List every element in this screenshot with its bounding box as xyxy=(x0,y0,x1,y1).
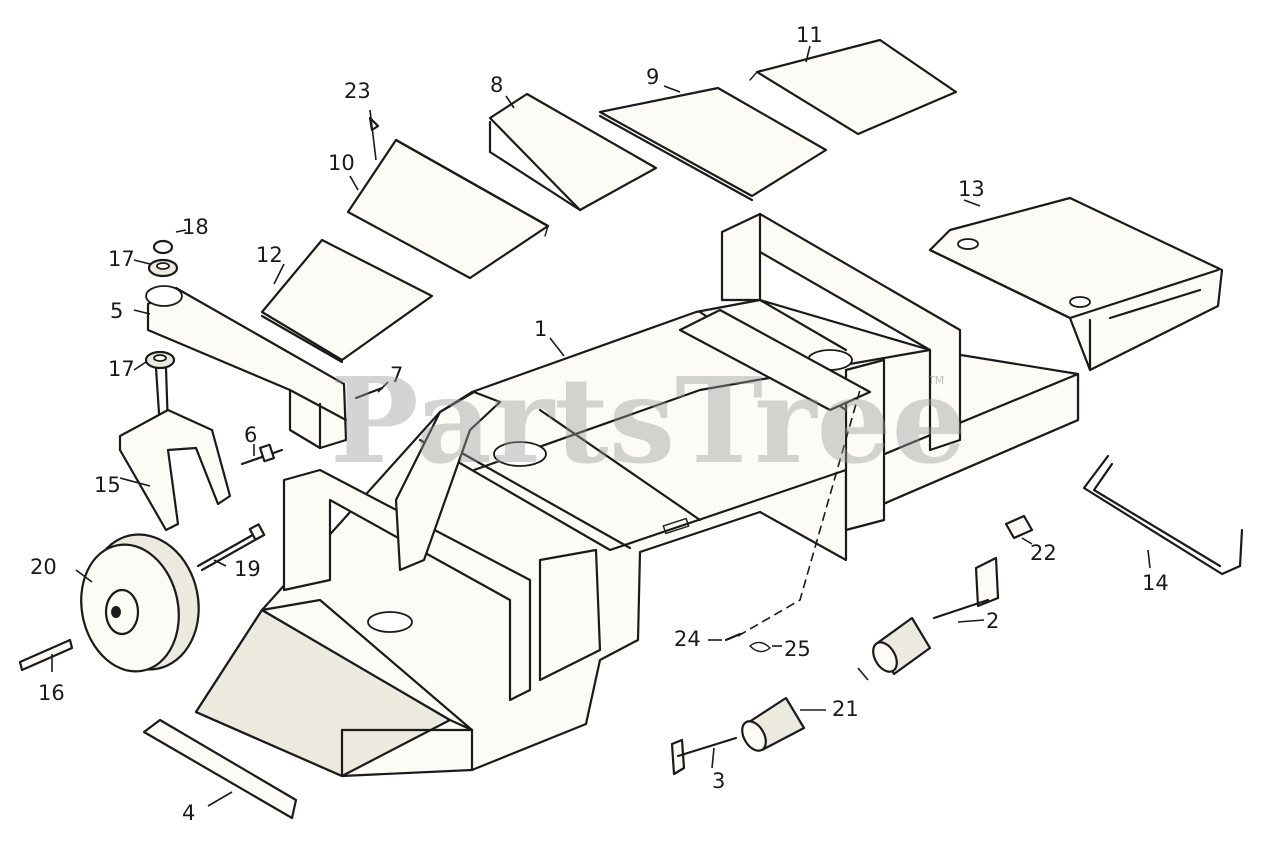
part-7-bolt[interactable] xyxy=(354,386,384,400)
part-24-pin[interactable] xyxy=(724,632,742,642)
part-6-bolt[interactable] xyxy=(240,443,284,466)
part-1-rear-bumper-hoop xyxy=(720,212,962,532)
callout-2: 2 xyxy=(986,609,999,633)
part-18-nut[interactable] xyxy=(152,239,174,255)
callout-10: 10 xyxy=(328,151,355,175)
callout-17-upper: 17 xyxy=(108,247,135,271)
callout-5: 5 xyxy=(110,299,123,323)
callout-17-lower: 17 xyxy=(108,357,135,381)
part-22-bracket[interactable] xyxy=(1004,514,1034,540)
partstree-watermark: PartsTree TM xyxy=(330,351,967,490)
callout-23: 23 xyxy=(344,79,371,103)
callout-3: 3 xyxy=(712,769,725,793)
callout-11: 11 xyxy=(796,23,823,47)
callout-16: 16 xyxy=(38,681,65,705)
callout-25: 25 xyxy=(784,637,811,661)
callout-labels: 1 2 3 4 5 6 7 8 9 10 11 12 13 14 15 16 1… xyxy=(30,23,1169,825)
callout-14: 14 xyxy=(1142,571,1169,595)
callout-13: 13 xyxy=(958,177,985,201)
part-4-front-strip[interactable] xyxy=(142,718,298,820)
part-3-roller-pin[interactable] xyxy=(670,736,738,776)
part-1-center-brace xyxy=(394,308,872,572)
part-13-discharge-chute[interactable] xyxy=(928,196,1224,372)
part-5-wheel-arm[interactable] xyxy=(145,285,348,450)
callout-18: 18 xyxy=(182,215,209,239)
part-15-caster-fork[interactable] xyxy=(118,366,232,532)
callout-8: 8 xyxy=(490,73,503,97)
callout-24: 24 xyxy=(674,627,701,651)
callout-7: 7 xyxy=(390,363,403,387)
part-2-roller-pin[interactable] xyxy=(932,556,1000,620)
callout-12: 12 xyxy=(256,243,283,267)
part-8-cover-plate[interactable] xyxy=(488,92,658,212)
callout-6: 6 xyxy=(244,423,257,447)
part-16-axle-pin[interactable] xyxy=(18,638,74,672)
callout-22: 22 xyxy=(1030,541,1057,565)
callout-leaders xyxy=(51,45,1151,807)
part-17-lower-bearing[interactable] xyxy=(144,350,176,370)
part-25-clip[interactable] xyxy=(748,641,772,653)
callout-1: 1 xyxy=(534,317,547,341)
callout-19: 19 xyxy=(234,557,261,581)
part-21-roller-front[interactable] xyxy=(737,696,806,755)
part-11-cover-plate[interactable] xyxy=(749,38,958,136)
callout-15: 15 xyxy=(94,473,121,497)
part-10-cover-plate[interactable] xyxy=(346,138,550,280)
callout-21: 21 xyxy=(832,697,859,721)
part-21-roller-rear[interactable] xyxy=(868,616,932,676)
part-12-cover-plate[interactable] xyxy=(260,238,434,364)
part-20-wheel[interactable] xyxy=(70,524,211,680)
callout-4: 4 xyxy=(182,801,195,825)
watermark-trademark: TM xyxy=(927,374,944,387)
part-9-cover-plate[interactable] xyxy=(598,86,828,202)
watermark-text: PartsTree xyxy=(330,351,967,490)
part-17-upper-bearing[interactable] xyxy=(147,258,179,278)
callout-9: 9 xyxy=(646,65,659,89)
callout-20: 20 xyxy=(30,555,57,579)
part-14-bumper-bracket[interactable] xyxy=(1082,454,1244,576)
part-19-axle-bolt[interactable] xyxy=(196,523,266,572)
part-1-dashed-connection xyxy=(737,389,861,637)
